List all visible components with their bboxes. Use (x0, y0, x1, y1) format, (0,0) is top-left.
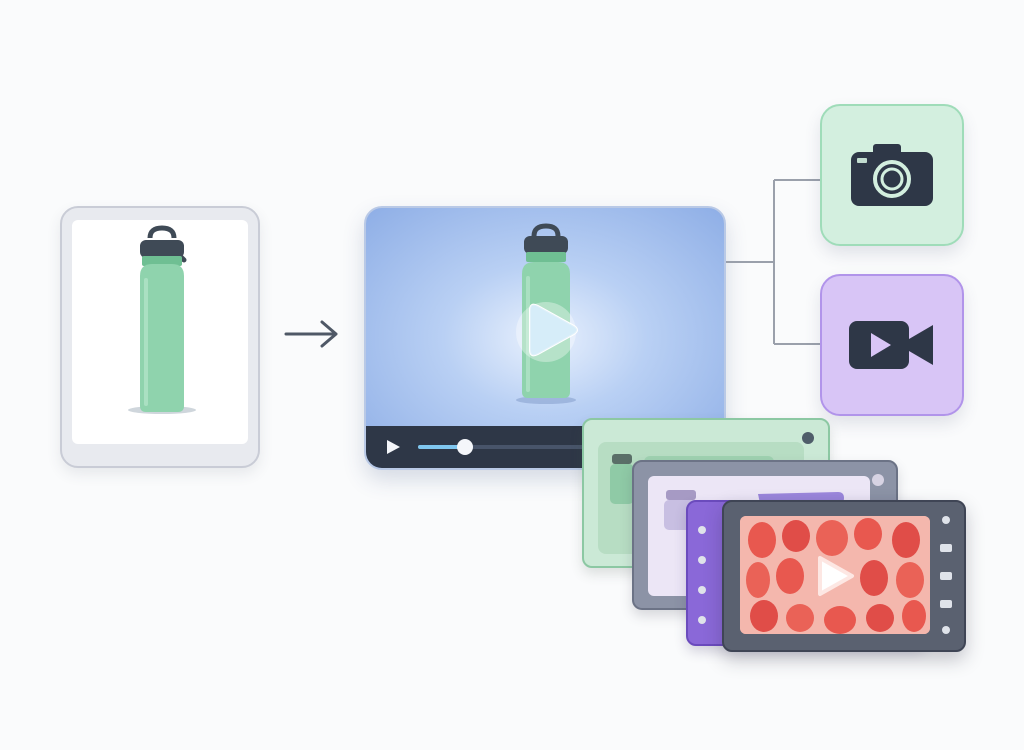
camera-icon (851, 144, 933, 206)
film-sprocket (698, 586, 706, 594)
progress-thumb[interactable] (456, 439, 473, 455)
film-sprocket (698, 556, 706, 564)
play-icon (818, 556, 854, 596)
clip-frame-red-image (740, 516, 930, 634)
film-sprocket (940, 600, 952, 608)
source-photo-canvas (72, 220, 248, 444)
film-sprocket (940, 572, 952, 580)
film-sprocket (698, 526, 706, 534)
arrow-right-icon (284, 320, 338, 348)
output-connectors (726, 179, 822, 345)
progress-bar[interactable] (418, 439, 678, 455)
play-icon[interactable] (384, 438, 402, 456)
water-bottle-image (128, 225, 196, 414)
photo-output-tile[interactable] (820, 104, 964, 246)
film-sprocket (942, 516, 950, 524)
film-sprocket (698, 616, 706, 624)
frame-indicator-dot (872, 474, 884, 486)
clip-frame-red[interactable] (722, 500, 966, 652)
source-product-photo-card (60, 206, 260, 468)
film-sprocket (942, 626, 950, 634)
film-sprocket (940, 544, 952, 552)
clip-red-thumbnail (740, 516, 930, 634)
video-camera-icon (849, 321, 933, 369)
progress-fill (418, 445, 465, 449)
video-output-tile[interactable] (820, 274, 964, 416)
play-button-overlay[interactable] (516, 296, 586, 366)
frame-indicator-dot (802, 432, 814, 444)
